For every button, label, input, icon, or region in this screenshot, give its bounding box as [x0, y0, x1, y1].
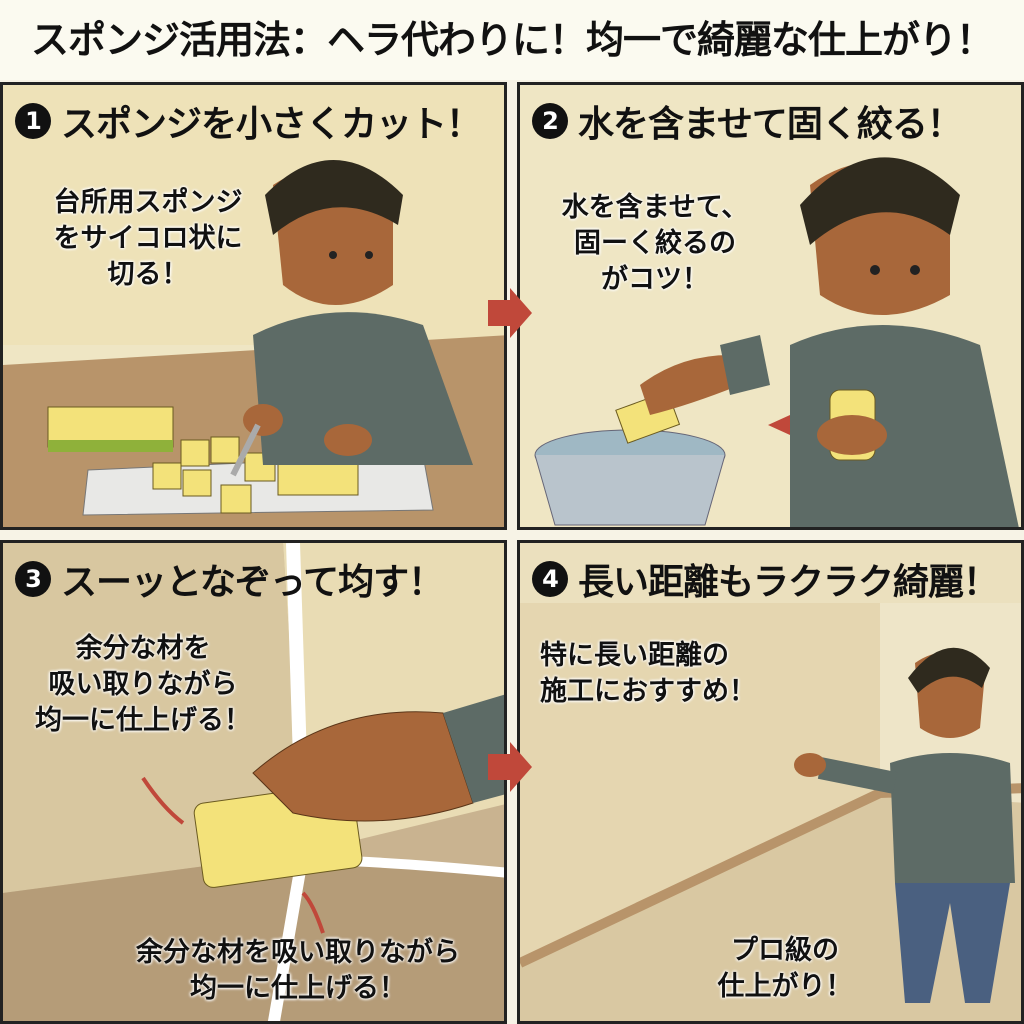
panel-caption: 特に長い距離の施工におすすめ！	[540, 638, 785, 710]
caption-line: がコツ！	[601, 264, 709, 295]
smoothing-sealant-illustration	[3, 543, 504, 1021]
panel-4: 4 長い距離もラクラク綺麗！ 特に長い距離の施工におすすめ！ プロ級の仕上がり！	[517, 540, 1024, 1024]
panel-caption: 台所用スポンジをサイコロ状に切る！	[23, 185, 273, 293]
caption-line: 余分な材を吸い取りながら	[136, 937, 460, 968]
step-number-badge: 3	[15, 561, 51, 597]
caption-line: 水を含ませて、	[561, 192, 749, 223]
panel-2: 2 水を含ませて固く絞る！ 水を含ませて、固ーく絞るのがコツ！	[517, 82, 1024, 530]
step-number-badge: 1	[15, 103, 51, 139]
next-step-arrow-icon	[488, 288, 532, 338]
cutting-sponge-illustration	[3, 85, 504, 527]
next-step-arrow-icon	[488, 742, 532, 792]
caption-line: をサイコロ状に	[53, 223, 243, 254]
step-number-badge: 2	[532, 103, 568, 139]
wringing-sponge-illustration	[534, 157, 1019, 527]
panel-caption: 余分な材を吸い取りながら均一に仕上げる！	[13, 631, 273, 739]
finished-result-illustration	[520, 603, 1021, 1021]
panel-bottom-caption: 余分な材を吸い取りながら均一に仕上げる！	[113, 935, 483, 1007]
panel-title: スポンジを小さくカット！	[61, 104, 482, 145]
caption-line: 均一に仕上げる！	[190, 973, 406, 1004]
caption-line: プロ級の	[731, 935, 839, 966]
panel-1: 1 スポンジを小さくカット！ 台所用スポンジをサイコロ状に切る！	[0, 82, 507, 530]
panel-title: 長い距離もラクラク綺麗！	[578, 562, 999, 603]
panel-caption: 水を含ませて、固ーく絞るのがコツ！	[540, 190, 770, 298]
caption-line: 施工におすすめ！	[540, 676, 756, 707]
caption-line: 吸い取りながら	[48, 669, 238, 700]
caption-line: 仕上がり！	[717, 971, 853, 1002]
caption-line: 均一に仕上げる！	[35, 705, 251, 736]
caption-line: 台所用スポンジ	[53, 187, 243, 218]
caption-line: 切る！	[107, 259, 189, 290]
step-number-badge: 4	[532, 561, 568, 597]
caption-line: 特に長い距離の	[540, 640, 729, 671]
panel-title: スーッとなぞって均す！	[61, 562, 444, 603]
panel-bottom-caption: プロ級の仕上がり！	[690, 933, 880, 1005]
caption-line: 余分な材を	[75, 633, 211, 664]
page-title: スポンジ活用法：ヘラ代わりに！均一で綺麗な仕上がり！	[0, 0, 1024, 80]
panel-title: 水を含ませて固く絞る！	[578, 104, 963, 145]
caption-line: 固ーく絞るの	[574, 228, 736, 259]
